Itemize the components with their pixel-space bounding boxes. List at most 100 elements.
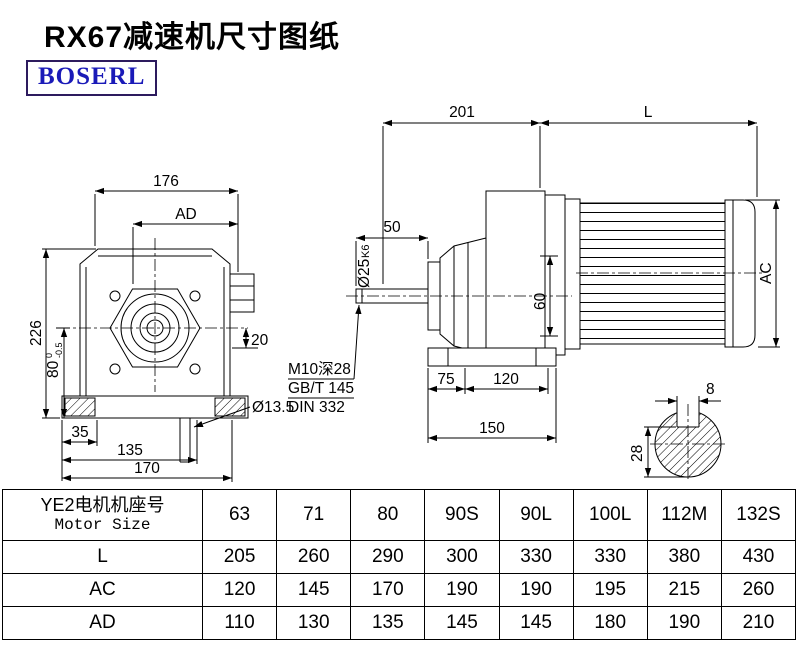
table-cell: 190 <box>424 573 500 607</box>
gearbox-base <box>427 347 557 367</box>
brand-logo: BOSERL <box>26 60 158 96</box>
thread-note-line1: M10深28 <box>288 360 351 378</box>
table-cell: 190 <box>498 573 574 607</box>
table-cell: 260 <box>276 540 352 574</box>
dim-AC: AC <box>745 199 780 348</box>
table-cell: 205 <box>201 540 278 574</box>
dim-170-label: 170 <box>134 460 160 477</box>
dim-226-label: 226 <box>28 320 45 346</box>
size-column-71: 71 <box>276 489 352 541</box>
dim-201-label: 201 <box>449 104 475 121</box>
table-cell: 260 <box>720 573 797 607</box>
dim-80-tol-upper: 0 <box>44 353 54 358</box>
table-cell: 330 <box>572 540 648 574</box>
motor-size-table: YE2电机机座号 Motor Size 63 71 80 90S 90L 100… <box>2 489 797 640</box>
dim-135: 135 <box>62 420 198 464</box>
size-column-112M: 112M <box>646 489 722 541</box>
size-column-90L: 90L <box>498 489 574 541</box>
dim-80-tol-lower: -0.5 <box>54 342 64 358</box>
table-header-motor-size: YE2电机机座号 Motor Size <box>2 489 203 541</box>
dim-8-label: 8 <box>706 381 715 398</box>
table-cell: 210 <box>720 606 797 640</box>
dim-75-120: 75 120 <box>427 368 549 443</box>
table-row-L: L 205 260 290 300 330 330 380 430 <box>2 540 797 574</box>
table-row-AC: AC 120 145 170 190 190 195 215 260 <box>2 573 797 607</box>
cover-bolt-hole <box>109 363 121 375</box>
gearbox-housing-front <box>58 238 255 463</box>
dim-AC-label: AC <box>758 262 775 284</box>
dim-20: 20 <box>232 328 269 349</box>
header-cn: YE2电机机座号 <box>40 494 165 515</box>
dim-170: 170 <box>62 420 233 482</box>
dim-60-label: 60 <box>532 292 549 310</box>
table-cell: 180 <box>572 606 648 640</box>
dim-135-label: 135 <box>117 442 143 459</box>
table-cell: 130 <box>276 606 352 640</box>
dim-80-label: 80 <box>45 360 62 378</box>
dim-226: 226 <box>28 248 96 419</box>
table-cell: 145 <box>498 606 574 640</box>
dim-60: 60 <box>532 255 558 337</box>
dim-hole-13-5: Ø13.5 <box>193 399 294 428</box>
table-header-row: YE2电机机座号 Motor Size 63 71 80 90S 90L 100… <box>2 489 797 541</box>
table-cell: 430 <box>720 540 797 574</box>
technical-drawing: 176 AD 226 80 0 -0.5 <box>28 104 780 482</box>
table-cell: 170 <box>350 573 426 607</box>
dim-28-label: 28 <box>629 445 646 462</box>
shaft-dia-label: Ø25 <box>356 259 373 288</box>
dim-L: L <box>540 104 758 197</box>
table-cell: 215 <box>646 573 722 607</box>
dim-35-label: 35 <box>71 424 88 441</box>
header-en: Motor Size <box>54 516 151 535</box>
shaft-section-view: 8 28 <box>629 381 726 482</box>
dim-L-label: L <box>644 104 653 121</box>
fan-cover <box>724 199 756 348</box>
gearbox-side <box>355 190 581 367</box>
table-cell: 120 <box>201 573 278 607</box>
row-label-AD: AD <box>2 606 203 640</box>
terminal-box <box>229 273 255 313</box>
size-column-90S: 90S <box>424 489 500 541</box>
motor-side <box>579 199 756 348</box>
thread-note-line2: GB/T 145 <box>288 380 354 397</box>
dim-20-label: 20 <box>251 332 269 349</box>
size-column-100L: 100L <box>572 489 648 541</box>
table-cell: 135 <box>350 606 426 640</box>
front-view: 176 AD 226 80 0 -0.5 <box>28 173 294 482</box>
cover-bolt-hole <box>109 290 121 302</box>
dim-176: 176 <box>94 173 239 272</box>
table-cell: 190 <box>646 606 722 640</box>
dim-50-label: 50 <box>383 219 401 236</box>
dim-150-label: 150 <box>479 420 505 437</box>
table-cell: 195 <box>572 573 648 607</box>
table-cell: 110 <box>201 606 278 640</box>
dim-35: 35 <box>61 420 98 481</box>
dim-150: 150 <box>428 368 557 443</box>
dim-50: 50 <box>355 219 429 286</box>
side-view: 201 L 50 Ø25 K6 60 <box>288 104 780 443</box>
table-cell: 145 <box>424 606 500 640</box>
cover-bolt-hole <box>189 363 201 375</box>
size-column-132S: 132S <box>720 489 797 541</box>
size-column-63: 63 <box>201 489 278 541</box>
thread-note-line3: DIN 332 <box>288 399 345 416</box>
dim-8: 8 <box>655 381 721 405</box>
shaft-fit-label: K6 <box>360 245 372 258</box>
size-column-80: 80 <box>350 489 426 541</box>
dim-75-label: 75 <box>437 371 454 388</box>
row-label-AC: AC <box>2 573 203 607</box>
cover-bolt-hole <box>189 290 201 302</box>
dim-80: 80 0 -0.5 <box>44 327 70 418</box>
table-row-AD: AD 110 130 135 145 145 180 190 210 <box>2 606 797 640</box>
motor-body <box>579 202 726 345</box>
page-title: RX67减速机尺寸图纸 <box>44 21 341 54</box>
hole-dia-label: Ø13.5 <box>252 399 294 416</box>
table-cell: 380 <box>646 540 722 574</box>
table-cell: 300 <box>424 540 500 574</box>
dim-201: 201 <box>382 104 541 284</box>
dim-28: 28 <box>629 426 687 478</box>
dim-ad: AD <box>132 206 238 284</box>
row-label-L: L <box>2 540 203 574</box>
dim-176-label: 176 <box>153 173 179 190</box>
